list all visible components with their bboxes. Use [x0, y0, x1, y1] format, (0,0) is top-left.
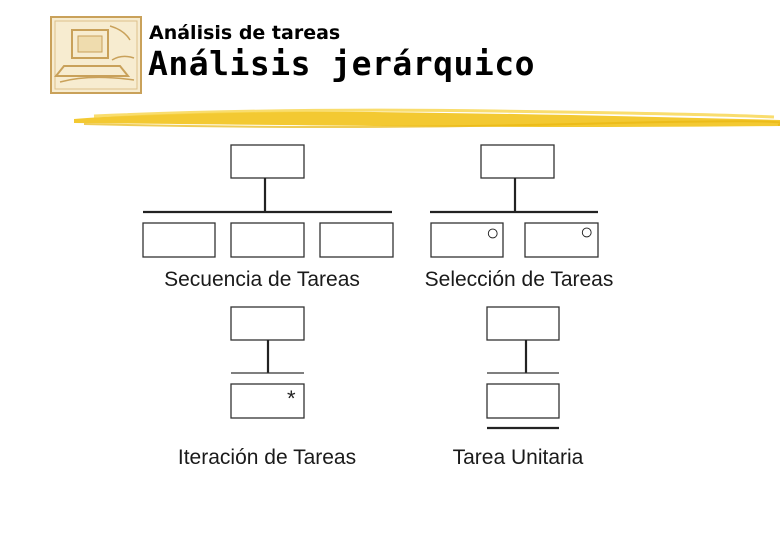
caption-selection: Selección de Tareas — [424, 268, 614, 291]
caption-unit: Tarea Unitaria — [452, 446, 584, 469]
brush-stroke-divider — [74, 108, 780, 128]
iteration-parent-box — [230, 306, 305, 341]
selection-diagram: ○ ○ — [430, 144, 599, 258]
sequence-diagram — [142, 144, 394, 258]
unit-parent-box — [486, 306, 560, 341]
unit-diagram — [486, 306, 560, 430]
iteration-child-box — [230, 383, 305, 419]
sequence-child-box-1 — [142, 222, 216, 258]
unit-child-box — [486, 383, 560, 419]
iteration-marker: * — [287, 386, 296, 411]
sequence-child-box-3 — [319, 222, 394, 258]
selection-child-box-2 — [524, 222, 599, 258]
slide-title: Análisis jerárquico — [148, 44, 535, 83]
selection-parent-box — [480, 144, 555, 179]
iteration-diagram: * — [230, 306, 305, 419]
caption-sequence: Secuencia de Tareas — [164, 268, 360, 291]
sequence-parent-box — [230, 144, 305, 179]
slide-subtitle: Análisis de tareas — [149, 22, 341, 44]
selection-marker-1: ○ — [486, 220, 499, 245]
computer-logo-icon — [50, 16, 142, 94]
sequence-child-box-2 — [230, 222, 305, 258]
selection-marker-2: ○ — [580, 219, 593, 244]
selection-child-box-1 — [430, 222, 504, 258]
caption-iteration: Iteración de Tareas — [177, 446, 357, 469]
